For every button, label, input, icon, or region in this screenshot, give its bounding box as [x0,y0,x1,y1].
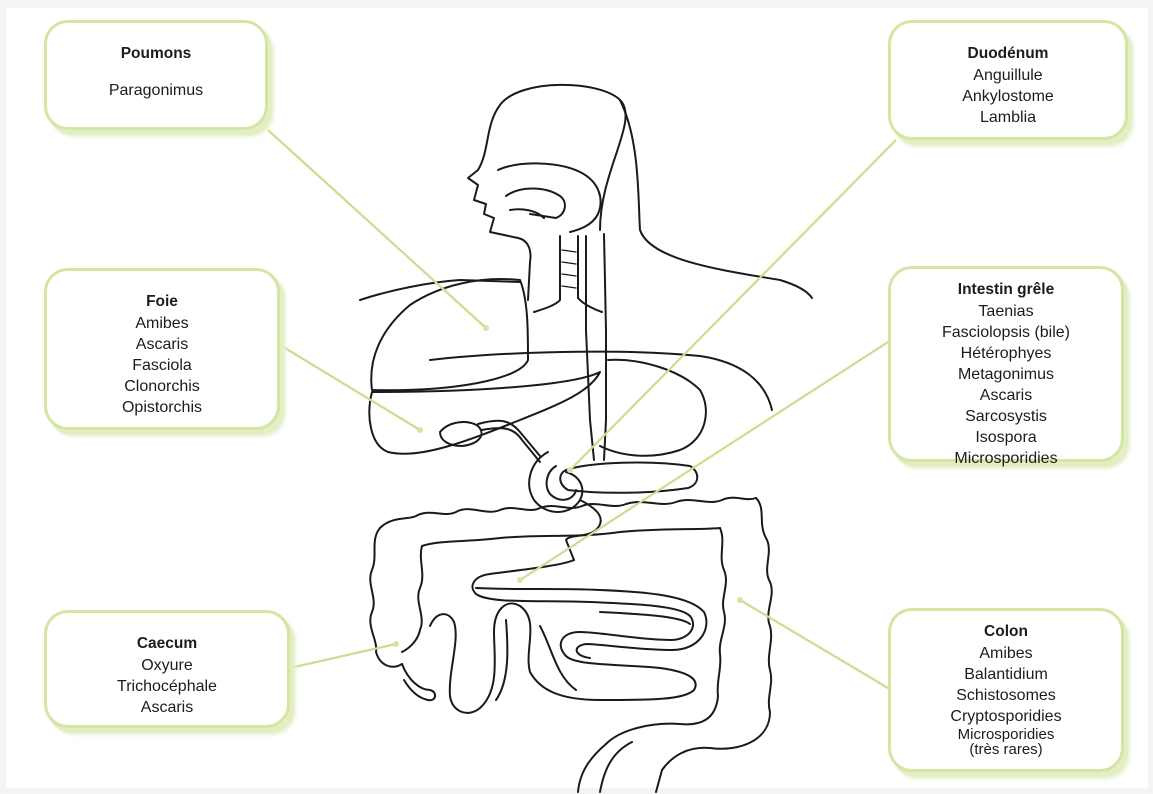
liver [369,372,600,454]
leader-dot-duodenum [567,467,573,473]
sigmoid-rectum [578,696,770,792]
box-duodenum-item: Anguillule [891,65,1125,86]
box-foie: Foie Amibes Ascaris Fasciola Clonorchis … [44,268,280,430]
small-intestine-loops [430,560,706,713]
box-colon-item: Schistosomes [891,685,1121,706]
descending-colon [718,498,772,712]
box-colon-item: Balantidium [891,664,1121,685]
box-caecum-item: Oxyure [47,655,287,676]
box-duodenum: Duodénum Anguillule Ankylostome Lamblia [888,20,1128,140]
head-outline [468,85,626,300]
box-intestin-item: Taenias [891,301,1121,322]
esophagus [586,234,606,460]
leader-intestin [520,342,888,580]
trachea [534,236,602,312]
box-colon-item: Cryptosporidies [891,706,1121,727]
box-colon-item: Amibes [891,643,1121,664]
box-intestin-item: Sarcosystis [891,406,1121,427]
box-colon-item-last: Microsporidies (très rares) [891,727,1121,757]
box-intestin-title: Intestin grêle [891,279,1121,300]
box-colon-item: Microsporidies [891,727,1121,742]
box-foie-item: Fasciola [47,355,277,376]
leader-poumons [268,130,486,328]
small-intestine-inner [496,612,690,700]
bile-duct [478,421,540,462]
neck-back [620,100,812,298]
leader-caecum [290,644,396,668]
leader-dot-poumons [483,325,489,331]
oral-cavity [498,163,601,232]
box-intestin-item: Isospora [891,427,1121,448]
leader-colon [740,600,888,688]
leader-dot-colon [737,597,743,603]
leader-duodenum [570,140,896,470]
box-intestin-item: Metagonimus [891,364,1121,385]
trachea-rings [562,250,576,288]
leader-dot-intestin [517,577,523,583]
box-colon-item-note: (très rares) [891,742,1121,757]
appendix [402,664,435,700]
box-poumons-item: Paragonimus [47,80,265,101]
box-poumons: Poumons Paragonimus [44,20,268,130]
box-foie-title: Foie [47,291,277,312]
box-duodenum-title: Duodénum [891,43,1125,64]
leader-lines [268,130,896,688]
box-foie-item: Opistorchis [47,397,277,418]
leader-foie [280,345,420,430]
anatomy-outline [360,85,812,792]
box-intestin-item: Ascaris [891,385,1121,406]
box-colon: Colon Amibes Balantidium Schistosomes Cr… [888,608,1124,772]
box-caecum-item: Ascaris [47,697,287,718]
stomach [600,360,706,456]
box-intestin-item: Hétérophyes [891,343,1121,364]
box-caecum-item: Trichocéphale [47,676,287,697]
box-colon-title: Colon [891,621,1121,642]
box-poumons-title: Poumons [47,43,265,64]
box-foie-item: Clonorchis [47,376,277,397]
box-duodenum-item: Ankylostome [891,86,1125,107]
duodenum [529,452,582,512]
box-duodenum-item: Lamblia [891,107,1125,128]
leader-dot-caecum [393,641,399,647]
box-intestin-grele: Intestin grêle Taenias Fasciolopsis (bil… [888,266,1124,462]
box-foie-item: Ascaris [47,334,277,355]
box-caecum: Caecum Oxyure Trichocéphale Ascaris [44,610,290,728]
diaphragm [430,352,772,410]
box-foie-item: Amibes [47,313,277,334]
transverse-colon [380,498,756,528]
box-intestin-item: Fasciolopsis (bile) [891,322,1121,343]
leader-dot-foie [417,427,423,433]
box-intestin-item: Microsporidies [891,448,1121,469]
box-caecum-title: Caecum [47,633,287,654]
